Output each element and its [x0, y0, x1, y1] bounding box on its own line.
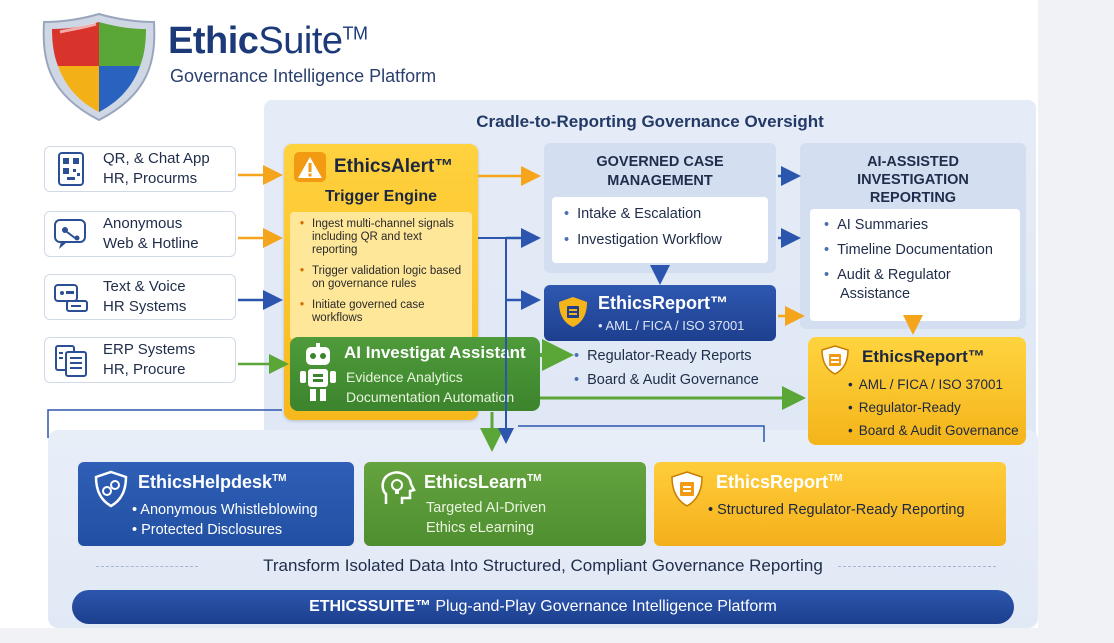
brand-light: Suite: [258, 20, 343, 62]
learn-tm: TM: [527, 473, 542, 484]
list-item-continued: Assistance: [840, 286, 911, 302]
head-lightbulb-icon: [381, 471, 416, 504]
bottom-gutter: [0, 628, 1114, 643]
ethics-report-blue-card[interactable]: EthicsReport™ • AML / FICA / ISO 37001: [544, 285, 776, 341]
helpdesk-name-text: EthicsHelpdesk: [138, 472, 273, 492]
list-item: Timeline Documentation: [824, 242, 993, 258]
shield-logo-icon: [42, 12, 156, 122]
document-list-icon: [55, 345, 87, 377]
helpdesk-tm: TM: [272, 473, 287, 484]
list-item: Board & Audit Governance: [574, 372, 759, 388]
ai-inv-title2: INVESTIGATION: [857, 172, 969, 188]
governed-case-box: Intake & Escalation Investigation Workfl…: [552, 197, 768, 263]
footer-banner: ETHICSSUITE™ Plug-and-Play Governance In…: [72, 590, 1014, 624]
ethics-alert-subtitle: Trigger Engine: [324, 188, 437, 205]
sreport-line1: • Structured Regulator-Ready Reporting: [708, 502, 965, 518]
source-line2: HR, Procurms: [103, 170, 198, 187]
ai-inv-title1: AI-ASSISTED: [867, 154, 959, 170]
governed-case-title1: GOVERNED CASE: [596, 154, 724, 170]
ethics-report-yellow-card[interactable]: EthicsReport™ AML / FICA / ISO 37001 Reg…: [808, 337, 1026, 445]
learn-name: EthicsLearnTM: [424, 472, 542, 493]
divider-right: [838, 566, 996, 567]
transform-tagline: Transform Isolated Data Into Structured,…: [263, 556, 823, 575]
report-shield-icon: [671, 471, 703, 507]
ai-assistant-line1: Evidence Analytics: [346, 369, 463, 385]
ethics-report-yellow-name: EthicsReport™: [862, 347, 985, 366]
learn-line2: Ethics eLearning: [426, 520, 535, 536]
ethics-helpdesk-card[interactable]: EthicsHelpdeskTM • Anonymous Whistleblow…: [78, 462, 354, 546]
sreport-name: EthicsReportTM: [716, 472, 842, 493]
source-line1: Text & Voice: [103, 278, 186, 295]
ai-investigation-card[interactable]: AI-ASSISTED INVESTIGATION REPORTING AI Sum…: [800, 143, 1026, 329]
list-item: AI Summaries: [824, 217, 928, 233]
brand-subtitle: Governance Intelligence Platform: [170, 66, 437, 86]
chat-shield-icon: [54, 219, 86, 249]
footer-bold: ETHICSSUITE™: [309, 598, 431, 615]
shield-link-icon: [94, 470, 128, 508]
message-device-icon: [54, 284, 88, 312]
list-item: Board & Audit Governance: [848, 423, 1019, 438]
learn-line1: Targeted AI-Driven: [426, 500, 547, 516]
sreport-name-text: EthicsReport: [716, 472, 829, 492]
ethics-alert-name: EthicsAlert™: [334, 156, 454, 177]
ai-assistant-card[interactable]: AI Investigat Assistant Evidence Analyti…: [290, 337, 540, 411]
sreport-tm: TM: [828, 473, 843, 484]
brand-bold: Ethic: [168, 20, 259, 62]
qr-code-icon: [58, 152, 84, 186]
ethics-learn-card[interactable]: EthicsLearnTM Targeted AI-Driven Ethics …: [364, 462, 646, 546]
source-line1: ERP Systems: [103, 341, 196, 358]
governed-case-title2: MANAGEMENT: [607, 173, 713, 189]
brand-title: EthicSuiteTM: [168, 20, 368, 63]
warning-icon: [294, 152, 326, 182]
ai-assistant-line2: Documentation Automation: [346, 389, 515, 405]
helpdesk-line2: • Protected Disclosures: [132, 522, 283, 538]
source-text-voice[interactable]: Text & Voice HR Systems: [44, 274, 236, 320]
ethics-alert-card[interactable]: EthicsAlert™ Trigger Engine Ingest multi…: [284, 144, 478, 420]
source-line2: HR, Procure: [103, 361, 186, 378]
source-line2: Web & Hotline: [103, 235, 199, 252]
list-item: Regulator-Ready: [848, 400, 961, 415]
panel-title: Cradle-to-Reporting Governance Oversight: [476, 112, 824, 131]
ai-investigation-box: AI Summaries Timeline Documentation Audi…: [810, 209, 1020, 321]
report-shield-icon: [559, 297, 587, 327]
report-shield-icon: [821, 345, 849, 375]
list-item: Investigation Workflow: [564, 232, 722, 248]
list-item: AML / FICA / ISO 37001: [848, 377, 1003, 392]
list-item: Audit & Regulator: [824, 267, 951, 283]
list-item: Regulator-Ready Reports: [574, 348, 751, 364]
list-item: Initiate governed case workflows: [300, 299, 466, 325]
ethics-report-structured-card[interactable]: EthicsReportTM • Structured Regulator-Re…: [654, 462, 1006, 546]
learn-name-text: EthicsLearn: [424, 472, 528, 492]
helpdesk-name: EthicsHelpdeskTM: [138, 472, 287, 493]
footer-rest: Plug-and-Play Governance Intelligence Pl…: [430, 598, 777, 615]
list-item: Intake & Escalation: [564, 206, 701, 222]
governed-case-card[interactable]: GOVERNED CASE MANAGEMENT Intake & Escalat…: [544, 143, 776, 273]
ai-assistant-title: AI Investigat Assistant: [344, 343, 526, 362]
source-line1: QR, & Chat App: [103, 150, 210, 167]
ethics-report-blue-sub: • AML / FICA / ISO 37001: [598, 318, 745, 333]
list-item: Ingest multi-channel signals including Q…: [300, 218, 466, 257]
ethics-report-blue-name: EthicsReport™: [598, 293, 729, 313]
helpdesk-line1: • Anonymous Whistleblowing: [132, 502, 318, 518]
list-item: Trigger validation logic based on govern…: [300, 265, 466, 291]
robot-icon: [300, 343, 336, 401]
divider-left: [96, 566, 198, 567]
source-line1: Anonymous: [103, 215, 183, 232]
brand-tm: TM: [342, 23, 369, 44]
source-line2: HR Systems: [103, 298, 187, 315]
ai-inv-title3: REPORTING: [869, 190, 957, 206]
right-gutter: [1038, 0, 1114, 643]
ethics-alert-list: Ingest multi-channel signals including Q…: [290, 212, 472, 340]
